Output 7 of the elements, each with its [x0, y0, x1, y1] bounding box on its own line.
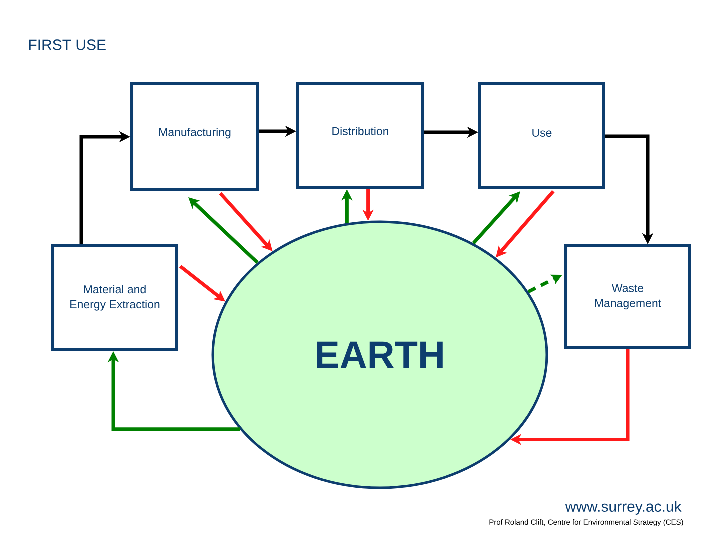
process-box: Material and Energy Extraction — [52, 244, 178, 352]
process-box: Distribution — [296, 82, 424, 190]
process-box: Use — [478, 82, 606, 190]
process-box: Manufacturing — [130, 82, 260, 192]
web-address: www.surrey.ac.uk — [565, 501, 682, 515]
process-box: Waste Management — [564, 244, 692, 350]
title: FIRST USE — [29, 40, 106, 50]
